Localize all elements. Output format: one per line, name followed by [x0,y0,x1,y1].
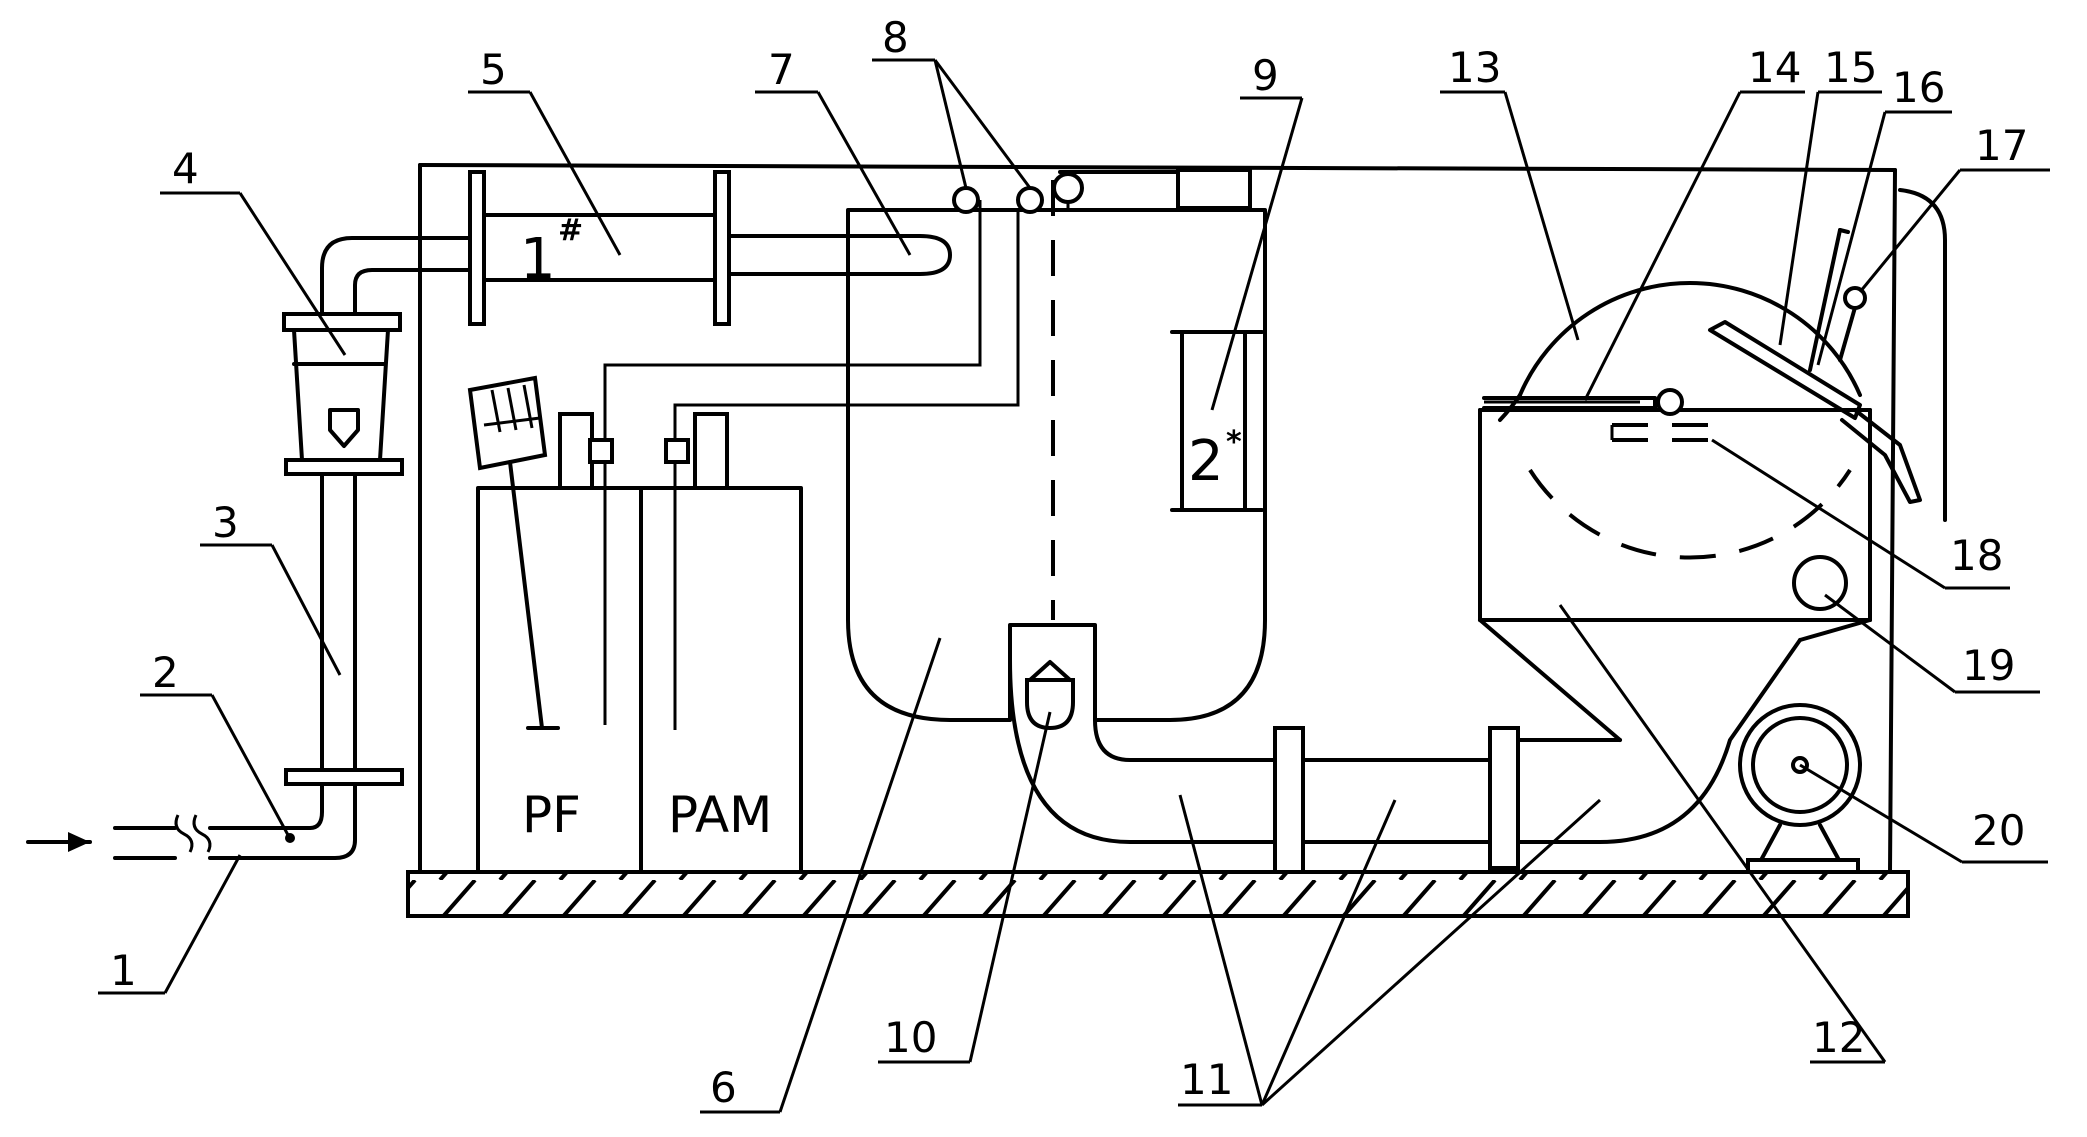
inlet-loop-pipe [727,234,952,276]
callout-3: 3 [212,498,239,547]
mixer-1-mark: # [558,213,583,248]
mixer-1-label: 1 [520,227,556,292]
pipe-mixer-1: 1 # [468,170,731,326]
callout-12: 12 [1812,1013,1865,1062]
flow-meter [282,312,402,462]
separation-tank [1478,281,1872,742]
callout-6: 6 [710,1063,737,1112]
upper-pipe [320,236,472,316]
scraper [1482,388,1715,442]
vertical-pipe [284,458,404,786]
callout-2: 2 [152,648,179,697]
callout-11: 11 [1180,1055,1233,1104]
ground-slab [406,870,1910,918]
mixer-2: 2 * [1170,330,1264,512]
flocculation-tank [846,180,1267,722]
callout-16: 16 [1892,63,1945,112]
callout-14: 14 [1748,43,1801,92]
dosing-lines [603,200,1070,730]
callout-5: 5 [480,45,507,94]
inlet-pipe [26,780,357,860]
callout-15: 15 [1824,43,1877,92]
cabinet-frame [418,163,1947,874]
mixer-2-label: 2 [1188,429,1224,494]
outlet-pipe [1008,638,1802,874]
callout-7: 7 [768,45,795,94]
callout-13: 13 [1448,43,1501,92]
aerator-and-motor [1738,555,1862,874]
sludge-chute [1708,228,1922,504]
callout-8: 8 [882,13,909,62]
callout-4: 4 [172,144,199,193]
transfer-pump [1025,660,1075,731]
chemical-tanks: PF PAM [467,375,803,874]
pam-tank-label: PAM [668,786,772,844]
callout-20: 20 [1972,806,2025,855]
pf-tank-label: PF [522,786,581,844]
level-sensors [952,172,1084,214]
callouts: 1 2 3 4 5 7 8 9 13 14 [98,13,2050,1114]
mixer-2-mark: * [1226,425,1242,460]
callout-17: 17 [1975,121,2028,170]
callout-19: 19 [1962,641,2015,690]
callout-10: 10 [884,1013,937,1062]
callout-18: 18 [1950,531,2003,580]
callout-1: 1 [110,946,137,995]
callout-9: 9 [1252,51,1279,100]
